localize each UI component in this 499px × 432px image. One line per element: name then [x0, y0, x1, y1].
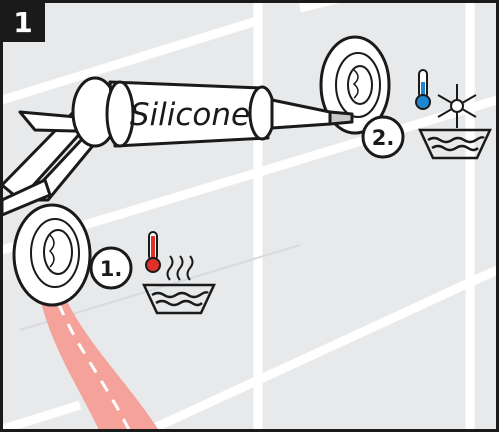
steam-icon: [166, 255, 194, 281]
snowflake-icon: [437, 84, 477, 128]
warm-water-basin-icon: [142, 283, 216, 315]
thermometer-cold-icon: [415, 69, 431, 110]
cartridge-label: Silicone: [130, 97, 250, 133]
step-badge-number: 1: [13, 6, 32, 39]
thermometer-hot-icon: [145, 231, 161, 273]
wall-fitting-lower: [12, 203, 92, 307]
cold-water-basin-icon: [418, 128, 492, 160]
step-2-marker: 2.: [361, 115, 405, 159]
silicone-gun: [0, 76, 354, 217]
step-1-marker: 1.: [89, 246, 133, 290]
step-badge: 1: [2, 2, 45, 42]
step-2-label: 2.: [372, 126, 395, 150]
step-1-label: 1.: [100, 257, 123, 281]
wall-fitting-upper: [319, 35, 391, 135]
